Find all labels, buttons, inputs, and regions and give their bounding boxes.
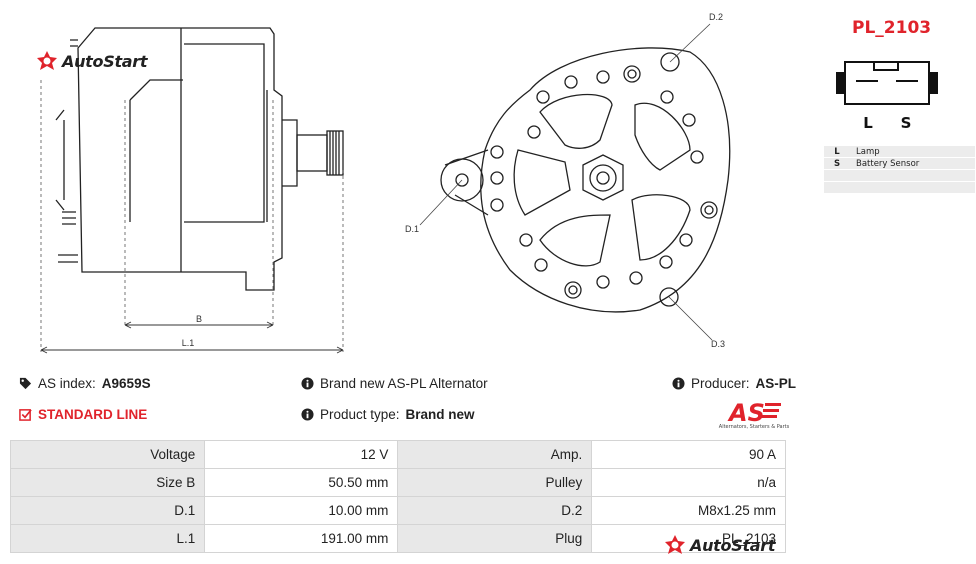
dim-d2-label: D.2: [709, 12, 723, 22]
info-icon: [301, 377, 314, 390]
spec-label: Pulley: [397, 468, 593, 497]
checkbox-icon: [19, 409, 32, 421]
plug-pin-l-label: L: [863, 114, 873, 132]
spec-table: Voltage 12 V Amp. 90 A Size B 50.50 mm P…: [9, 440, 786, 553]
spec-value: 50.50 mm: [204, 468, 399, 497]
producer-value: AS-PL: [755, 376, 797, 391]
as-logo-tagline: Alternators, Starters & Parts: [718, 424, 790, 430]
brand-name: AutoStart: [62, 51, 148, 71]
dim-l1-label: L.1: [182, 338, 195, 348]
as-pl-logo: AS Alternators, Starters & Parts: [717, 399, 791, 433]
product-type-info: Product type: Brand new: [301, 407, 475, 422]
spec-label: D.2: [397, 496, 593, 525]
as-index-value: A9659S: [101, 376, 151, 391]
spec-label: D.1: [9, 496, 206, 525]
brand-name: AutoStart: [690, 535, 776, 555]
as-logo-text: AS: [727, 399, 765, 425]
brand-logo: AutoStart: [36, 50, 148, 72]
dim-d3-label: D.3: [711, 339, 725, 349]
spec-value: M8x1.25 mm: [591, 496, 786, 525]
pin-row: S Battery Sensor: [824, 157, 975, 170]
standard-line-badge: STANDARD LINE: [19, 407, 147, 422]
pin-desc: Lamp: [850, 146, 975, 158]
pin-desc: [850, 169, 975, 182]
pin-key: S: [824, 157, 850, 170]
condition-text: Brand new AS-PL Alternator: [320, 376, 488, 391]
plug-code: PL_2103: [852, 18, 932, 38]
pin-key: [824, 169, 850, 182]
pin-row: L Lamp: [824, 146, 975, 158]
spec-row: Voltage 12 V Amp. 90 A: [9, 440, 786, 469]
dim-b-label: B: [196, 314, 202, 324]
pin-row: [824, 169, 975, 182]
spec-label: Plug: [397, 524, 593, 553]
info-icon: [301, 408, 314, 421]
brand-mark-icon: [37, 51, 57, 70]
spec-label: Size B: [9, 468, 206, 497]
dim-d1-label: D.1: [405, 224, 419, 234]
condition-info: Brand new AS-PL Alternator: [301, 376, 488, 391]
spec-value: 10.00 mm: [204, 496, 399, 525]
brand-logo-bottom: AutoStart: [664, 534, 776, 556]
plug-pin-table: L Lamp S Battery Sensor: [824, 146, 975, 194]
spec-row: D.1 10.00 mm D.2 M8x1.25 mm: [9, 496, 786, 525]
pin-row: [824, 181, 975, 194]
spec-value: 12 V: [204, 440, 399, 469]
pin-desc: Battery Sensor: [850, 157, 975, 170]
pin-key: L: [824, 146, 850, 158]
spec-row: Size B 50.50 mm Pulley n/a: [9, 468, 786, 497]
spec-value: 90 A: [591, 440, 786, 469]
spec-value: 191.00 mm: [204, 524, 399, 553]
spec-label: Voltage: [9, 440, 206, 469]
as-logo-mark: AS: [727, 399, 781, 427]
as-index-info: AS index: A9659S: [19, 376, 151, 391]
tag-icon: [19, 377, 32, 390]
info-icon: [672, 377, 685, 390]
spec-value: n/a: [591, 468, 786, 497]
producer-label: Producer:: [691, 376, 750, 391]
plug-pin-s-label: S: [901, 114, 912, 132]
pin-desc: [850, 181, 975, 194]
as-index-label: AS index:: [38, 376, 96, 391]
product-type-label: Product type:: [320, 407, 400, 422]
standard-line-text: STANDARD LINE: [38, 407, 148, 422]
spec-row: L.1 191.00 mm Plug PL_2103: [9, 524, 786, 553]
spec-value: PL_2103: [591, 524, 786, 553]
product-type-value: Brand new: [405, 407, 475, 422]
brand-mark-icon: [665, 535, 685, 554]
producer-info: Producer: AS-PL: [672, 376, 796, 391]
alternator-drawing: B L.1 D.2 D.1 D.3: [40, 12, 938, 354]
pin-key: [824, 181, 850, 194]
spec-label: Amp.: [397, 440, 593, 469]
spec-label: L.1: [9, 524, 206, 553]
